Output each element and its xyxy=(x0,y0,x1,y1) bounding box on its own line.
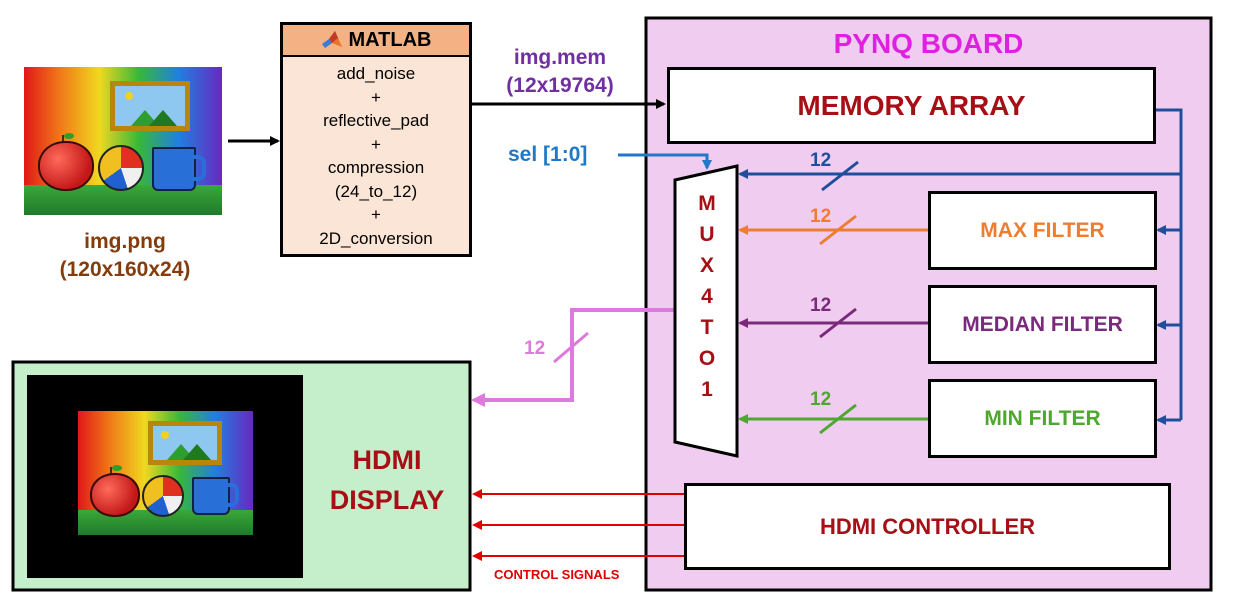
memory-array-block: MEMORY ARRAY xyxy=(667,67,1156,144)
min-filter-block: MIN FILTER xyxy=(928,379,1157,458)
matlab-header: MATLAB xyxy=(283,25,469,57)
matlab-step: compression xyxy=(327,158,425,177)
bus-width-min: 12 xyxy=(810,389,832,410)
hdmi-display-label: HDMI DISPLAY xyxy=(312,440,462,520)
bus-width-median: 12 xyxy=(810,295,832,316)
matlab-step: + xyxy=(371,87,381,107)
matlab-logo-icon xyxy=(321,31,342,48)
memory-output-bus xyxy=(1156,108,1183,420)
displayed-image xyxy=(78,411,253,535)
bus-slash-memory xyxy=(821,160,859,192)
mux-letter: X xyxy=(699,254,714,277)
bus-slash-min xyxy=(819,403,857,435)
matlab-steps: add_noise + reflective_pad + compression… xyxy=(283,57,469,250)
bus-slash-max xyxy=(819,214,857,246)
hdmi-controller-block: HDMI CONTROLLER xyxy=(684,483,1171,570)
mem-file-label: img.mem (12x19764) xyxy=(490,44,630,100)
mux-letter: T xyxy=(700,316,714,339)
sel-label: sel [1:0] xyxy=(508,143,588,166)
mem-file-dimensions: (12x19764) xyxy=(506,74,614,97)
bus-width-hdmi: 12 xyxy=(524,338,546,359)
mem-file-name: img.mem xyxy=(513,46,607,69)
apple xyxy=(38,141,94,191)
median-filter-block: MEDIAN FILTER xyxy=(928,285,1157,364)
image-dimensions: (120x160x24) xyxy=(59,258,191,281)
matlab-step: (24_to_12) xyxy=(334,181,418,201)
source-image-caption: img.png (120x160x24) xyxy=(40,228,210,284)
sun xyxy=(161,431,169,439)
image-filename: img.png xyxy=(84,230,166,253)
mux-shape xyxy=(673,164,739,458)
mux-letter: U xyxy=(699,223,715,246)
mountain xyxy=(183,444,211,460)
bus-slash-hdmi xyxy=(553,331,589,364)
hdmi-display-line1: HDMI xyxy=(352,445,422,475)
mug xyxy=(152,147,196,191)
hdmi-controller-label: HDMI CONTROLLER xyxy=(819,513,1036,539)
matlab-step: + xyxy=(371,205,381,224)
bus-width-memory: 12 xyxy=(810,150,832,171)
picture-frame xyxy=(110,81,190,131)
median-filter-label: MEDIAN FILTER xyxy=(962,312,1123,336)
source-image xyxy=(24,67,222,215)
max-filter-label: MAX FILTER xyxy=(980,218,1105,242)
mux-letter: O xyxy=(698,347,716,370)
matlab-title: MATLAB xyxy=(348,28,432,51)
arrow-mux-to-hdmi xyxy=(471,308,675,407)
ball xyxy=(98,145,144,191)
matlab-step: + xyxy=(371,134,381,154)
mux-letter: 4 xyxy=(701,285,713,308)
mug-handle xyxy=(192,155,206,181)
apple-leaf xyxy=(112,465,122,471)
bus-width-max: 12 xyxy=(810,206,832,227)
apple-stem xyxy=(62,135,64,143)
control-signals-label: CONTROL SIGNALS xyxy=(494,567,620,582)
matlab-block: MATLAB add_noise + reflective_pad + comp… xyxy=(280,22,472,257)
apple xyxy=(90,473,140,517)
ball xyxy=(142,475,184,517)
sun xyxy=(125,92,133,100)
memory-array-label: MEMORY ARRAY xyxy=(797,89,1026,121)
arrow-sel-to-mux xyxy=(618,153,712,170)
hdmi-display-line2: DISPLAY xyxy=(329,485,445,515)
apple-leaf xyxy=(64,133,74,139)
mug-handle xyxy=(226,483,239,507)
max-filter-block: MAX FILTER xyxy=(928,191,1157,270)
mux-letter: M xyxy=(698,192,716,215)
bus-slash-median xyxy=(819,307,857,339)
mux-letter: 1 xyxy=(701,378,713,401)
apple-stem xyxy=(110,467,112,475)
mug xyxy=(192,477,230,515)
matlab-step: add_noise xyxy=(336,64,416,83)
picture-frame xyxy=(148,421,222,465)
mountain xyxy=(149,110,177,126)
matlab-step: reflective_pad xyxy=(323,111,429,130)
mux-label: M U X 4 T O 1 xyxy=(690,188,724,405)
min-filter-label: MIN FILTER xyxy=(984,406,1101,430)
pynq-board-title: PYNQ BOARD xyxy=(833,28,1024,59)
matlab-step: 2D_conversion xyxy=(319,228,433,248)
